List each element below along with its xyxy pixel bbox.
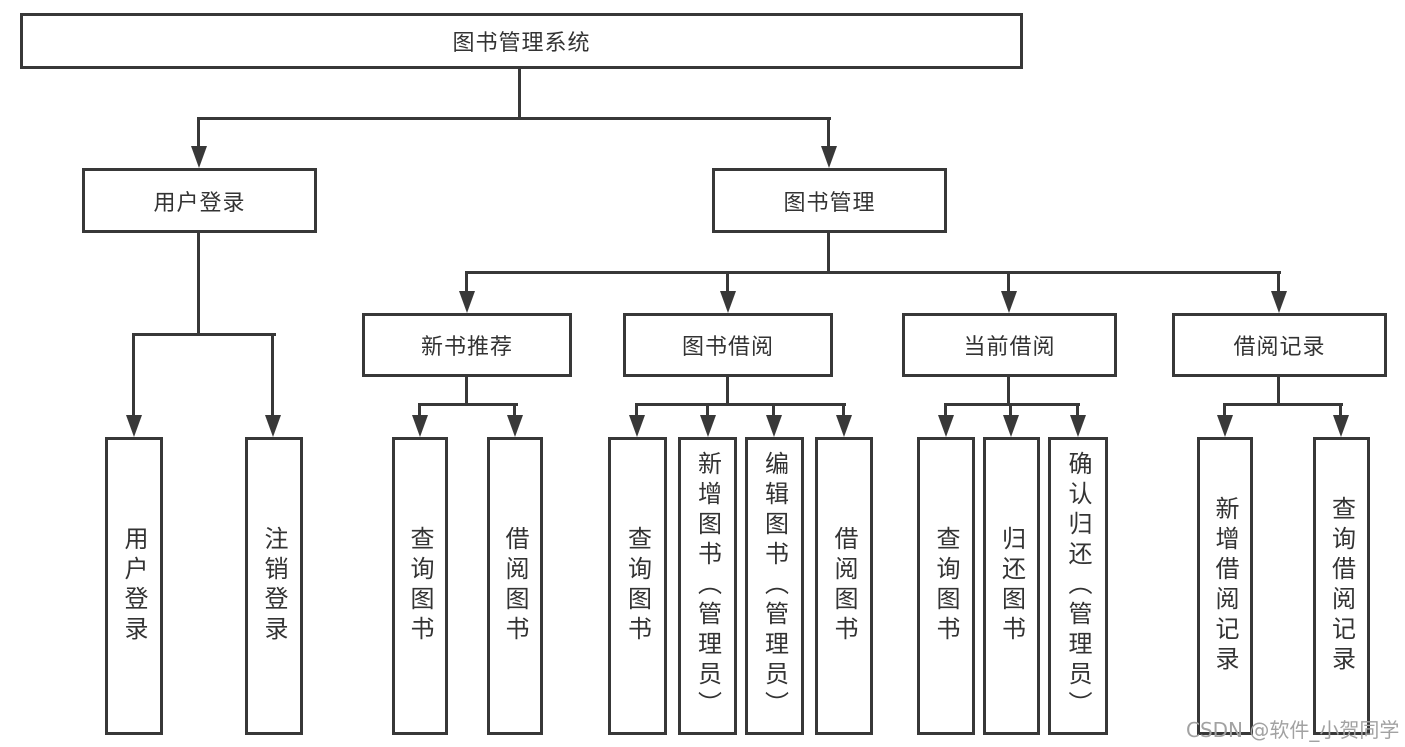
arrow-down-icon xyxy=(1003,415,1019,437)
node-book-management: 图书管理 xyxy=(712,168,947,233)
connector-line xyxy=(418,406,421,415)
arrow-down-icon xyxy=(1217,415,1233,437)
leaf-query-books-borrowing: 查询图书 xyxy=(608,437,667,735)
connector-line xyxy=(635,403,846,406)
connector-line xyxy=(842,406,845,415)
connector-line xyxy=(465,274,468,291)
connector-line xyxy=(518,69,521,120)
arrow-down-icon xyxy=(821,146,837,168)
arrow-down-icon xyxy=(1001,291,1017,313)
arrow-down-icon xyxy=(1070,415,1086,437)
leaf-borrow-books-recommend: 借阅图书 xyxy=(487,437,543,735)
arrow-down-icon xyxy=(700,415,716,437)
leaf-return-books: 归还图书 xyxy=(983,437,1040,735)
arrow-down-icon xyxy=(1333,415,1349,437)
connector-line xyxy=(513,406,516,415)
arrow-down-icon xyxy=(766,415,782,437)
connector-line xyxy=(726,274,729,291)
leaf-user-login: 用户登录 xyxy=(105,437,163,735)
connector-line xyxy=(197,120,200,146)
connector-line xyxy=(132,336,135,415)
leaf-confirm-return-admin: 确认归还（管理员） xyxy=(1048,437,1108,735)
connector-line xyxy=(465,271,1281,274)
node-library-system: 图书管理系统 xyxy=(20,13,1023,69)
connector-line xyxy=(827,232,830,273)
connector-line xyxy=(827,120,830,146)
arrow-down-icon xyxy=(938,415,954,437)
connector-line xyxy=(1223,403,1343,406)
connector-line xyxy=(726,377,729,404)
arrow-down-icon xyxy=(720,291,736,313)
connector-line xyxy=(197,233,200,334)
arrow-down-icon xyxy=(412,415,428,437)
node-book-borrowing: 图书借阅 xyxy=(623,313,833,377)
connector-line xyxy=(1339,406,1342,415)
node-user-login: 用户登录 xyxy=(82,168,317,233)
leaf-query-books-current: 查询图书 xyxy=(917,437,975,735)
arrow-down-icon xyxy=(836,415,852,437)
node-new-book-recommend: 新书推荐 xyxy=(362,313,572,377)
leaf-borrow-books-borrowing: 借阅图书 xyxy=(815,437,873,735)
leaf-query-borrow-record: 查询借阅记录 xyxy=(1313,437,1370,735)
connector-line xyxy=(772,406,775,415)
connector-line xyxy=(418,403,518,406)
arrow-down-icon xyxy=(126,415,142,437)
arrow-down-icon xyxy=(629,415,645,437)
connector-line xyxy=(1076,406,1079,415)
leaf-add-books-admin: 新增图书（管理员） xyxy=(678,437,737,735)
connector-line xyxy=(1007,274,1010,291)
arrow-down-icon xyxy=(265,415,281,437)
arrow-down-icon xyxy=(191,146,207,168)
connector-line xyxy=(1277,274,1280,291)
connector-line xyxy=(944,403,1080,406)
connector-line xyxy=(197,117,831,120)
arrow-down-icon xyxy=(507,415,523,437)
connector-line xyxy=(1007,377,1010,404)
arrow-down-icon xyxy=(1271,291,1287,313)
leaf-logout: 注销登录 xyxy=(245,437,303,735)
leaf-add-borrow-record: 新增借阅记录 xyxy=(1197,437,1253,735)
leaf-edit-books-admin: 编辑图书（管理员） xyxy=(745,437,804,735)
connector-line xyxy=(271,336,274,415)
connector-line xyxy=(132,333,276,336)
connector-line xyxy=(944,406,947,415)
connector-line xyxy=(1223,406,1226,415)
node-current-borrowing: 当前借阅 xyxy=(902,313,1117,377)
connector-line xyxy=(1009,406,1012,415)
connector-line xyxy=(465,377,468,404)
arrow-down-icon xyxy=(459,291,475,313)
node-borrowing-records: 借阅记录 xyxy=(1172,313,1387,377)
connector-line xyxy=(635,406,638,415)
leaf-query-books-recommend: 查询图书 xyxy=(392,437,448,735)
connector-line xyxy=(1277,377,1280,404)
watermark-text: CSDN @软件_小贺同学 xyxy=(1186,718,1400,742)
connector-line xyxy=(706,406,709,415)
